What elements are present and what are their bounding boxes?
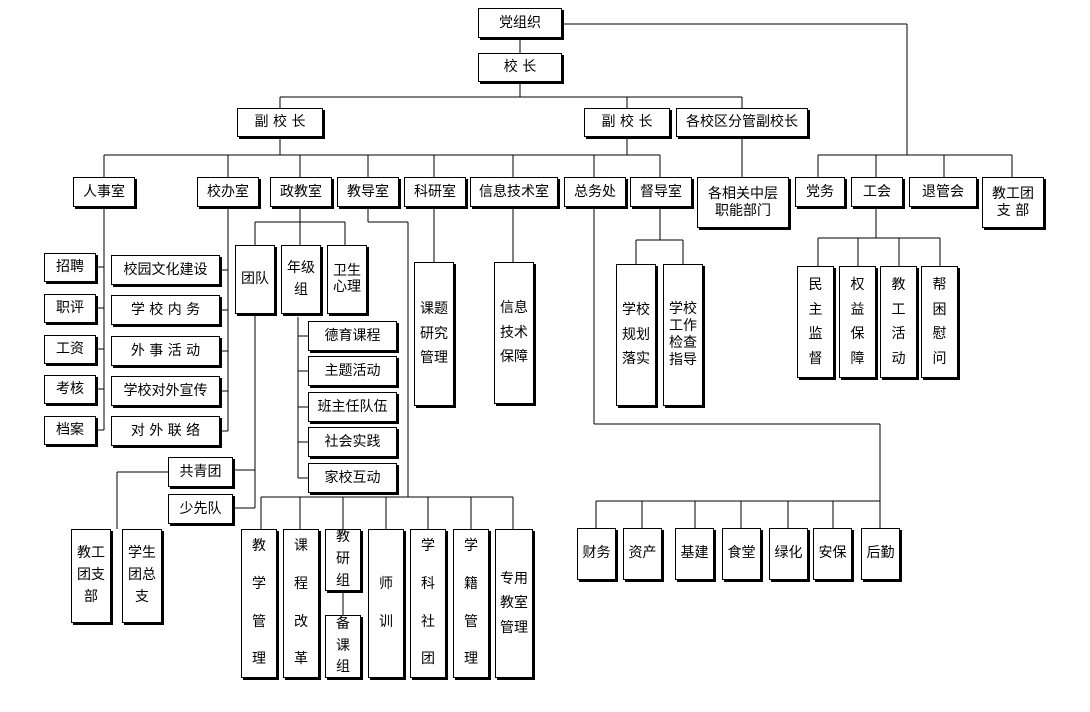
general-item-box: 绿化 [769,528,808,580]
moral-item-box: 家校互动 [308,463,397,493]
union-item-box: 帮困慰问 [921,266,958,378]
hr-item-box: 考核 [44,375,96,404]
league-team-box: 团队 [235,245,275,314]
general-item-box: 后勤 [861,528,900,580]
prep-group-box: 备课组 [325,615,361,678]
office-item-box: 对 外 联 络 [111,416,220,446]
party-box: 党组织 [478,8,562,38]
staff-league-branch-box: 教工团 支 部 [982,177,1044,228]
research-mgmt-box: 课题研究管理 [414,262,454,406]
youth-league-box: 共青团 [168,457,233,487]
moral-item-box: 主题活动 [308,356,397,386]
young-pioneers-box: 少先队 [168,494,233,524]
teacher-training-box: 师训 [368,529,404,678]
general-item-box: 资产 [623,528,662,580]
hr-item-box: 档案 [44,416,96,445]
hr-item-box: 职评 [44,294,96,323]
office-dept-box: 校办室 [197,177,259,207]
work-inspection-box: 学校工作检查指导 [663,264,703,406]
curriculum-reform-box: 课程改革 [283,529,319,678]
hr-dept-box: 人事室 [73,177,135,207]
union-item-box: 民主监督 [797,266,834,378]
it-support-box: 信息技术保障 [494,262,534,404]
union-item-box: 教工活动 [880,266,917,378]
supervision-dept-box: 督导室 [630,177,692,207]
moral-item-box: 班主任队伍 [308,392,397,422]
general-item-box: 基建 [675,528,714,580]
principal-box: 校 长 [478,53,562,82]
teaching-dept-box: 教导室 [337,177,399,207]
office-item-box: 校园文化建设 [111,255,220,285]
staff-league-sub-box: 教工团支部 [71,529,111,623]
general-item-box: 财务 [577,528,616,580]
research-group-box: 教研组 [325,529,361,591]
office-item-box: 学校对外宣传 [111,376,220,406]
moral-item-box: 社会实践 [308,427,397,457]
moral-item-box: 德育课程 [308,321,397,351]
office-item-box: 学 校 内 务 [111,295,220,325]
union-box: 工会 [851,177,903,207]
health-psychology-box: 卫生心理 [327,245,367,314]
politics-dept-box: 政教室 [270,177,332,207]
middle-depts-box: 各相关中层 职能部门 [697,177,789,228]
grade-group-box: 年级组 [281,245,321,314]
vp-right-box: 副 校 长 [584,108,670,137]
general-item-box: 食堂 [722,528,761,580]
campus-vp-box: 各校区分管副校长 [676,108,808,137]
it-dept-box: 信息技术室 [470,177,558,207]
student-league-sub-box: 学生团总支 [122,529,162,623]
subject-clubs-box: 学科社团 [410,529,446,678]
student-records-box: 学籍管理 [453,529,489,678]
research-dept-box: 科研室 [404,177,466,207]
general-item-box: 安保 [813,528,852,580]
hr-item-box: 工资 [44,335,96,364]
special-classrooms-box: 专用教室管理 [495,529,533,678]
teaching-mgmt-box: 教学管理 [241,529,277,678]
union-item-box: 权益保障 [839,266,876,378]
retired-committee-box: 退管会 [909,177,977,207]
general-affairs-box: 总务处 [564,177,626,207]
vp-left-box: 副 校 长 [237,108,323,137]
planning-implementation-box: 学校规划落实 [616,264,656,406]
hr-item-box: 招聘 [44,253,96,282]
office-item-box: 外 事 活 动 [111,336,220,366]
party-affairs-box: 党务 [795,177,845,207]
